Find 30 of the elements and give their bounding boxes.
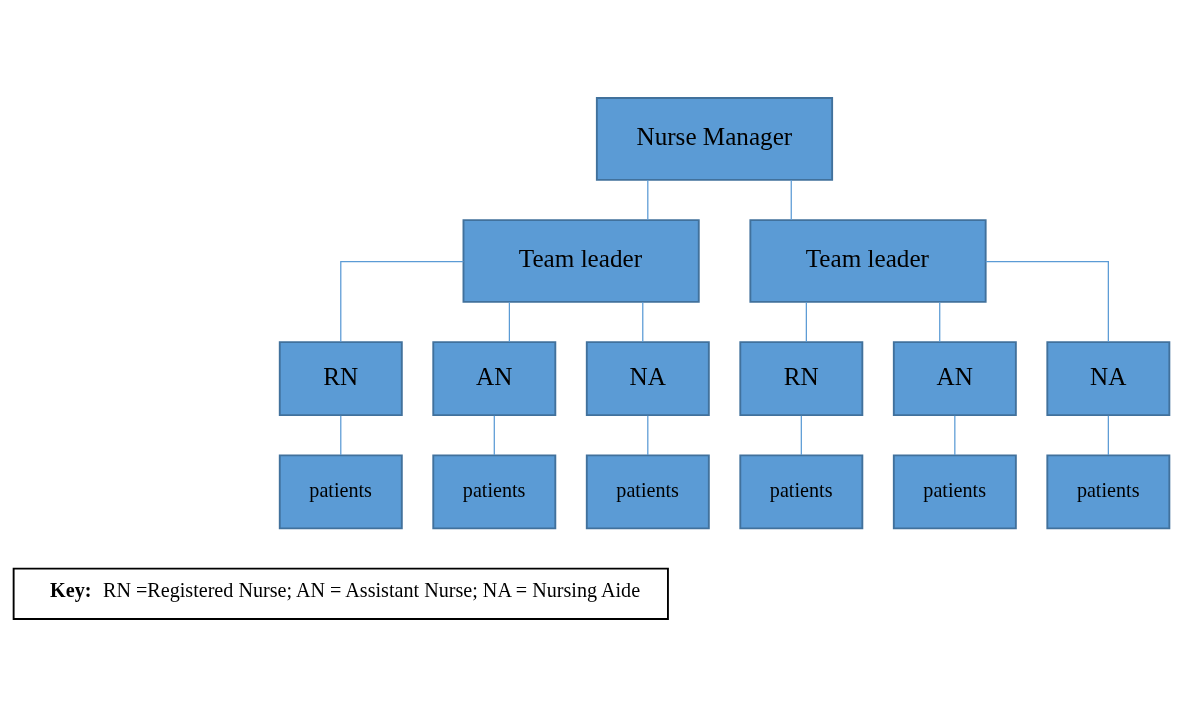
node-box: Team leader <box>749 219 987 303</box>
connector <box>1107 415 1109 456</box>
connector <box>340 261 465 343</box>
connector <box>508 301 511 343</box>
node-box: NA <box>1046 341 1171 417</box>
connector <box>954 415 956 456</box>
node-box: patients <box>1046 454 1171 530</box>
connector <box>985 261 1109 343</box>
node-box: Key: RN =Registered Nurse; AN = Assistant Nurse; NA = Nursing Aide <box>12 567 669 620</box>
connector <box>805 301 807 343</box>
node-box: AN <box>432 341 557 417</box>
node-box: AN <box>892 341 1017 417</box>
connector <box>340 415 342 456</box>
node-box: patients <box>892 454 1017 530</box>
connector <box>800 415 802 456</box>
connector <box>939 301 941 343</box>
connector <box>647 415 649 456</box>
node-box: Nurse Manager <box>595 97 834 181</box>
node-box: RN <box>278 341 403 417</box>
node-box: patients <box>739 454 864 530</box>
node-box: NA <box>585 341 710 417</box>
node-box: Team leader <box>462 219 700 303</box>
node-box: patients <box>432 454 557 530</box>
connector <box>493 415 495 456</box>
connector <box>647 179 649 221</box>
node-box: patients <box>585 454 710 530</box>
node-box: patients <box>278 454 403 530</box>
node-box: RN <box>739 341 864 417</box>
connector <box>642 301 644 343</box>
connector <box>790 179 792 221</box>
